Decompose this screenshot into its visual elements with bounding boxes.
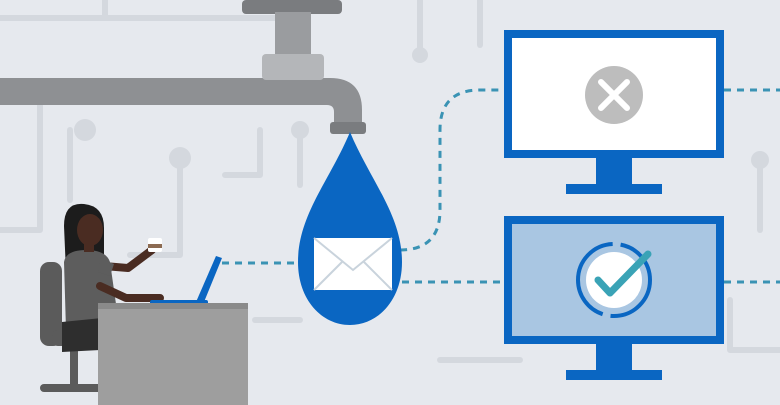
- check-circle-icon: [576, 242, 652, 318]
- desk: [98, 303, 248, 405]
- envelope-icon: [313, 237, 393, 291]
- water-drop: [298, 132, 402, 325]
- faucet-pipe: [0, 78, 362, 132]
- faucet-stem: [275, 12, 311, 60]
- monitor-success-base: [566, 370, 662, 380]
- faucet-handle: [242, 0, 342, 14]
- drop-to-top-monitor-line: [399, 88, 504, 252]
- monitor-failure: [504, 30, 724, 194]
- circuit-nodes: [74, 47, 769, 169]
- drop-shape: [298, 132, 402, 325]
- person-at-desk: [40, 203, 248, 405]
- face: [77, 214, 103, 246]
- desk-top: [98, 303, 248, 309]
- legs: [62, 318, 102, 352]
- neck: [84, 242, 94, 252]
- sleeve: [98, 258, 114, 276]
- monitor-success: [504, 216, 724, 380]
- monitor-failure-base: [566, 184, 662, 194]
- faucet-nozzle: [330, 122, 366, 134]
- typing-arm: [96, 282, 164, 302]
- monitor-failure-neck: [596, 158, 632, 186]
- coffee-cup-icon: [148, 238, 162, 252]
- x-circle-icon: [585, 66, 643, 124]
- monitor-success-neck: [596, 344, 632, 372]
- connection-lines: [222, 88, 780, 284]
- faucet-collar: [262, 54, 324, 80]
- circuit-background: [0, 0, 780, 363]
- faucet: [0, 0, 366, 134]
